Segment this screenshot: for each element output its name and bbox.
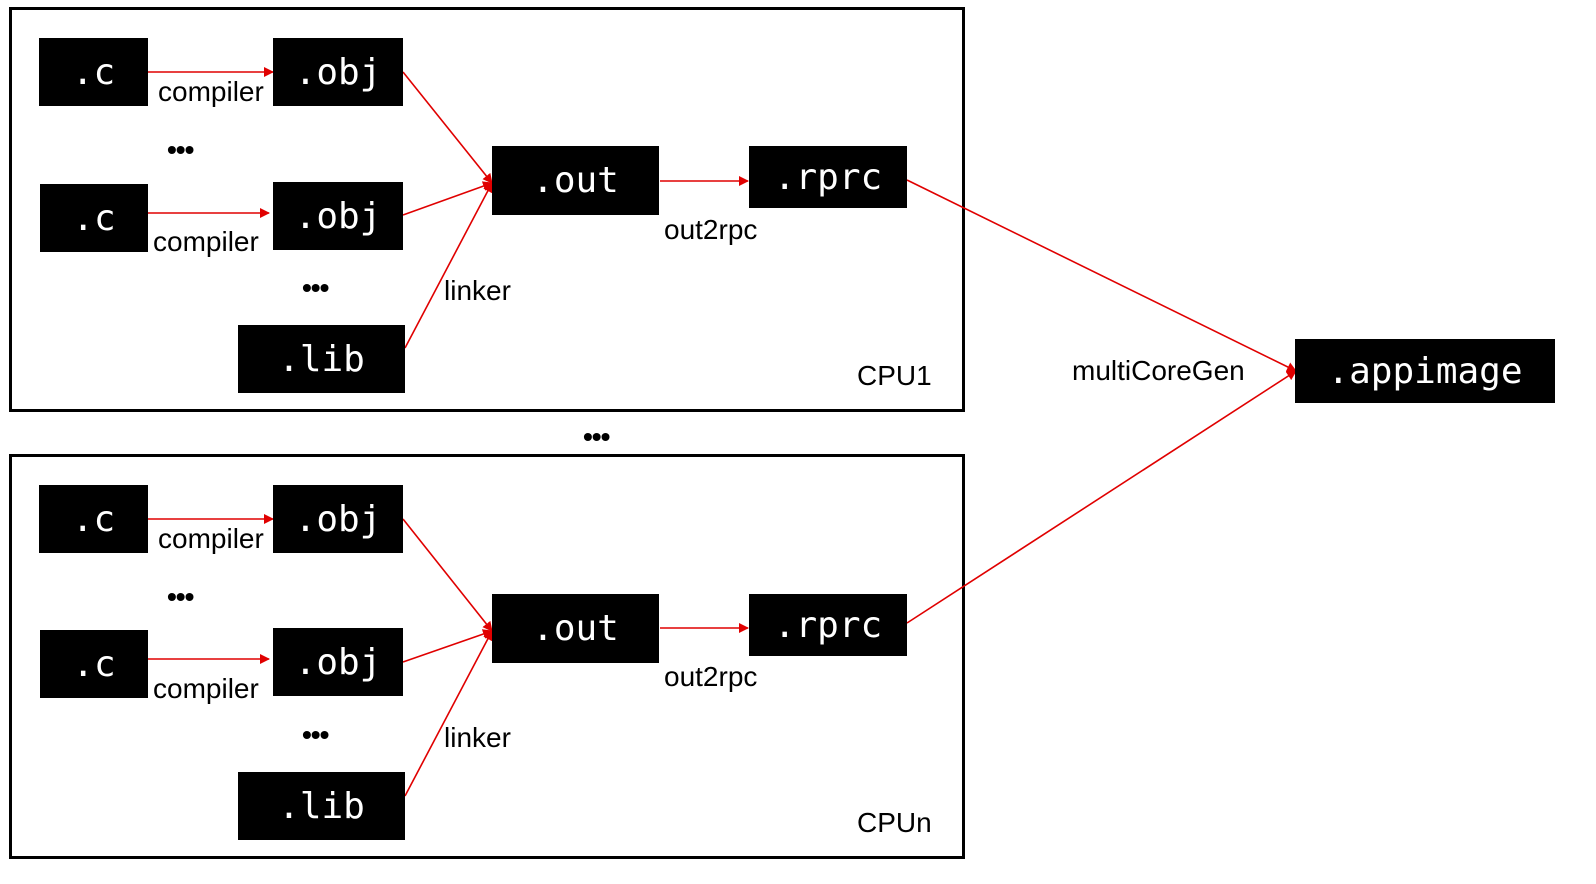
node-c: .c (39, 38, 148, 106)
group-label-cpu1: CPU1 (857, 360, 932, 391)
node-label: .out (532, 608, 619, 649)
edge-rprcn-appimage (906, 370, 1297, 624)
node-label: .lib (278, 785, 365, 827)
node-label: .c (71, 498, 116, 540)
node-label: .lib (278, 338, 365, 380)
node-label: .c (72, 643, 116, 685)
edge-label-linker: linker (444, 722, 511, 753)
node-label: .obj (294, 641, 382, 683)
node-appimage: .appimage (1295, 339, 1555, 403)
node-c: .c (39, 485, 148, 553)
node-label: .rprc (773, 604, 883, 646)
edge-label-compiler: compiler (158, 523, 264, 554)
node-out: .out (492, 594, 659, 663)
edge-label-linker: linker (444, 275, 511, 306)
node-obj: .obj (273, 182, 403, 250)
edge-label-compiler: compiler (158, 76, 264, 107)
ellipsis: ••• (167, 134, 194, 165)
node-label: .rprc (773, 156, 883, 198)
node-label: .c (71, 51, 116, 93)
edge-label-out2rpc: out2rpc (664, 214, 758, 245)
node-lib: .lib (238, 772, 405, 840)
node-label: .obj (294, 498, 382, 540)
node-label: .obj (294, 195, 382, 237)
edge-rprc1-appimage (906, 179, 1297, 372)
edge-label-multicoregen: multiCoreGen (1072, 355, 1245, 386)
node-c: .c (40, 184, 148, 252)
cpu1-group (9, 7, 965, 412)
ellipsis: ••• (302, 272, 329, 303)
node-label: .appimage (1327, 350, 1523, 392)
ellipsis: ••• (167, 581, 194, 612)
node-rprc: .rprc (749, 146, 907, 208)
ellipsis: ••• (302, 719, 329, 750)
node-label: .obj (294, 51, 382, 93)
edge-label-compiler: compiler (153, 226, 259, 257)
edge-label-compiler: compiler (153, 673, 259, 704)
node-rprc: .rprc (749, 594, 907, 656)
node-label: .out (532, 160, 619, 201)
node-c: .c (40, 630, 148, 698)
node-obj: .obj (273, 485, 403, 553)
node-obj: .obj (273, 628, 403, 696)
node-label: .c (72, 197, 116, 239)
ellipsis-between-groups: ••• (583, 421, 610, 452)
cpun-group (9, 454, 965, 859)
node-obj: .obj (273, 38, 403, 106)
node-lib: .lib (238, 325, 405, 393)
edge-label-out2rpc: out2rpc (664, 661, 758, 692)
group-label-cpun: CPUn (857, 807, 932, 838)
node-out: .out (492, 146, 659, 215)
